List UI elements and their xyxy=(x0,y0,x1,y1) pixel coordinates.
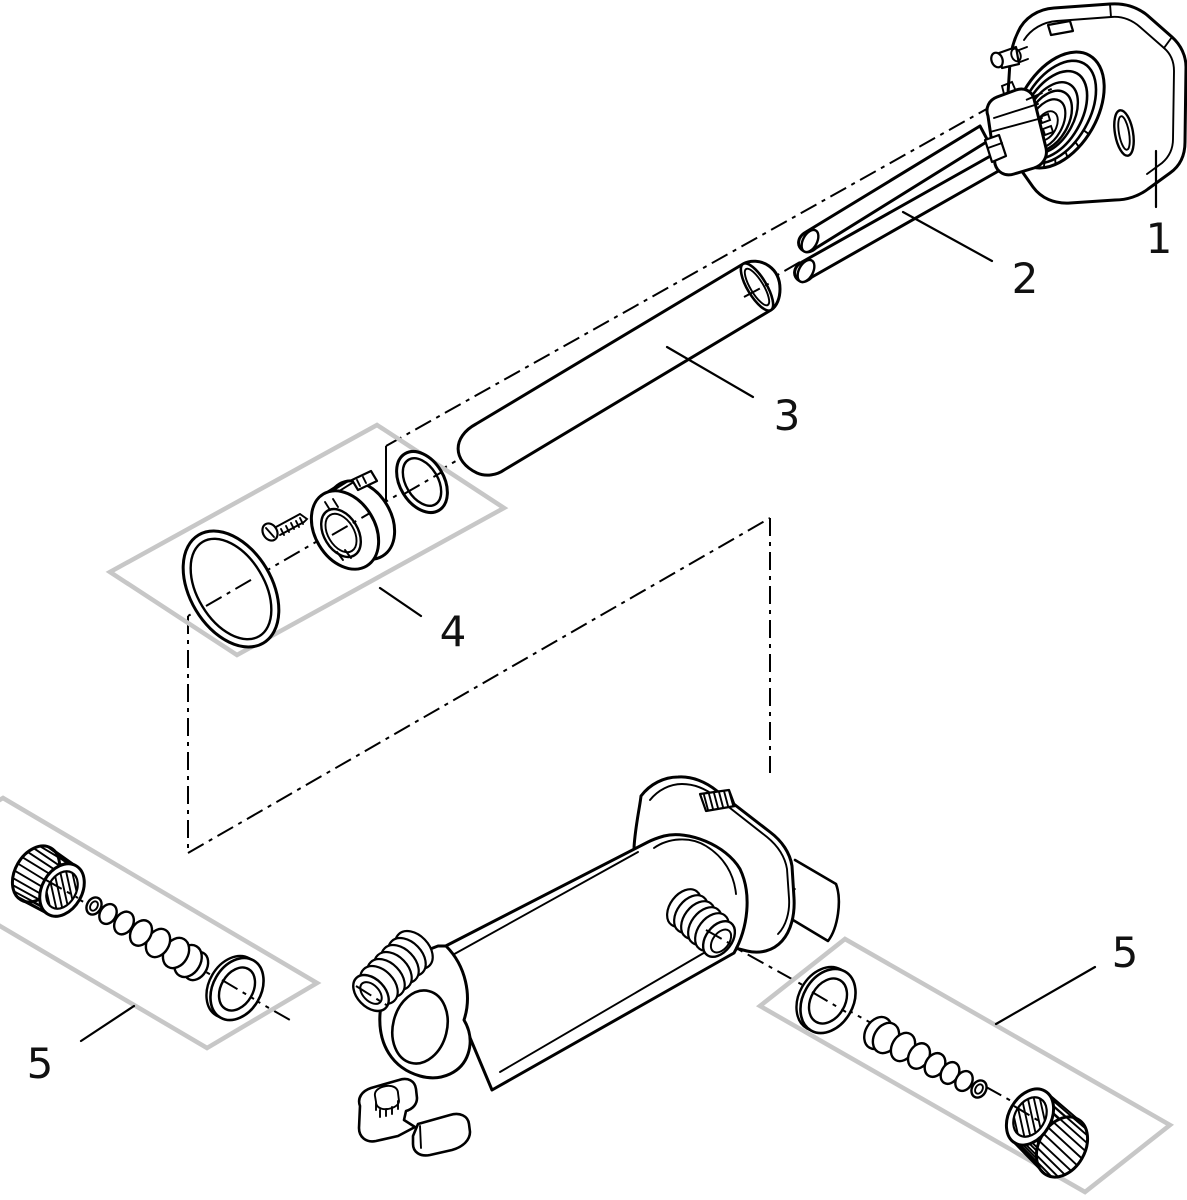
leader-3 xyxy=(665,345,755,399)
hose-tail-left xyxy=(85,896,210,982)
clamp-ring-tab-lines xyxy=(356,476,367,487)
small-oring-inner xyxy=(401,457,443,507)
quartz-tube-body xyxy=(456,259,782,477)
housing-foot-rear-edge xyxy=(419,1125,422,1149)
group4-parts xyxy=(181,450,449,649)
centerline-fold-diagonal xyxy=(187,517,771,854)
leader-2 xyxy=(901,210,994,263)
leader-5-right xyxy=(994,965,1097,1026)
hose-tail-right xyxy=(863,1015,988,1099)
housing-flange-seam xyxy=(649,783,791,935)
panel-group5-right xyxy=(755,936,1175,1195)
leader-4 xyxy=(378,586,423,618)
head-slot-inner xyxy=(1117,115,1131,151)
callout-label-4: 4 xyxy=(439,607,467,656)
clamp-ring-notches xyxy=(324,498,352,561)
head-top-tab xyxy=(1046,19,1075,37)
callout-label-1: 1 xyxy=(1145,214,1173,263)
union-nut-left xyxy=(10,844,86,918)
head-stud xyxy=(990,45,1029,70)
quartz-tube-mouth xyxy=(739,262,775,312)
callout-label-2: 2 xyxy=(1011,254,1039,303)
lamp-tube-lower-cap xyxy=(796,258,816,284)
flange-grip-hatch xyxy=(703,790,734,811)
clamp-ring xyxy=(309,469,397,571)
panel-group5-left xyxy=(0,795,322,1051)
quartz-tube-mouth-inner xyxy=(743,267,771,307)
panel-group4 xyxy=(105,422,509,658)
housing-port-left xyxy=(352,929,434,1013)
callout-label-5-right: 5 xyxy=(1111,928,1139,977)
head-housing-corner-seams xyxy=(1109,3,1173,49)
lamp-base-clip xyxy=(1000,80,1016,95)
housing-tube-facet-bottom xyxy=(499,939,727,1073)
clamp-ring-opening-inner xyxy=(324,512,358,554)
callout-label-5-left: 5 xyxy=(26,1039,54,1088)
housing-rear-stub xyxy=(791,858,841,943)
union-nut-right xyxy=(1004,1087,1090,1179)
uv-lamp xyxy=(793,80,1048,284)
housing-tube xyxy=(432,833,749,1092)
quartz-glass-tube xyxy=(456,259,782,477)
callout-leaders xyxy=(79,149,1158,1043)
housing-body xyxy=(352,775,841,1157)
lamp-base-pins xyxy=(983,133,1008,164)
housing-lug-hole xyxy=(391,989,449,1065)
lamp-socket-slots xyxy=(1038,112,1055,137)
lamp-tube-lower xyxy=(793,152,1004,284)
screw xyxy=(261,513,309,542)
centerline-overlays xyxy=(45,86,1057,1125)
housing-foot-front xyxy=(357,1077,419,1143)
lamp-base-seams xyxy=(989,103,1043,133)
callout-label-3: 3 xyxy=(773,391,801,440)
leader-5-left xyxy=(79,1004,136,1043)
housing-foot-rear xyxy=(411,1112,472,1157)
lamp-base-pin-line xyxy=(987,142,1003,149)
lamp-tube-upper-cap xyxy=(800,228,820,254)
centerline-head-axis xyxy=(385,87,1025,447)
housing-foot-slot xyxy=(373,1084,400,1118)
large-oring-inner xyxy=(189,537,273,641)
clamp-ring-opening xyxy=(320,507,362,559)
housing-tube-junction-arc xyxy=(653,838,737,895)
group-panels xyxy=(0,422,1175,1195)
housing-tube-facet-top xyxy=(439,851,639,963)
